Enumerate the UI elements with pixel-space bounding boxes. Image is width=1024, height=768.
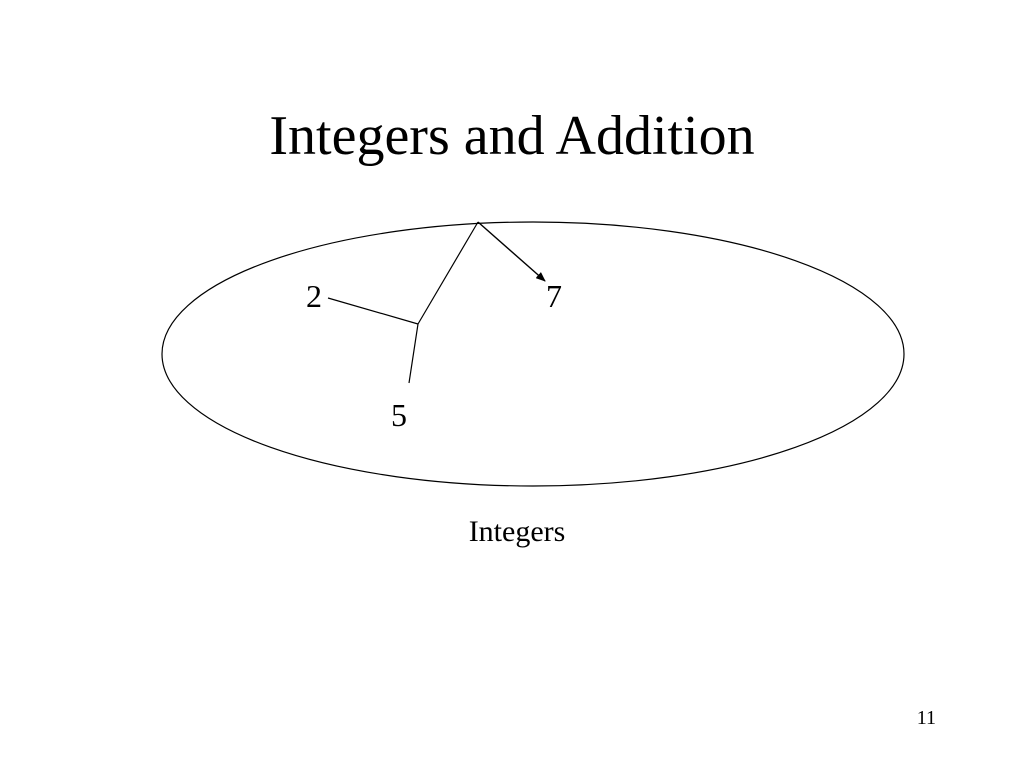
set-caption: Integers xyxy=(468,515,566,548)
edge-operand-b xyxy=(408,323,419,384)
edge-operand-a xyxy=(327,297,419,325)
operand-b-label: 5 xyxy=(391,397,407,433)
integers-set-ellipse xyxy=(161,221,905,487)
operand-a-label: 2 xyxy=(306,278,322,314)
result-arrow xyxy=(477,221,546,282)
edge-to-operation-node xyxy=(417,221,479,325)
slide-title: Integers and Addition xyxy=(269,105,755,167)
page-number: 11 xyxy=(916,707,936,729)
result-label: 7 xyxy=(546,278,562,314)
